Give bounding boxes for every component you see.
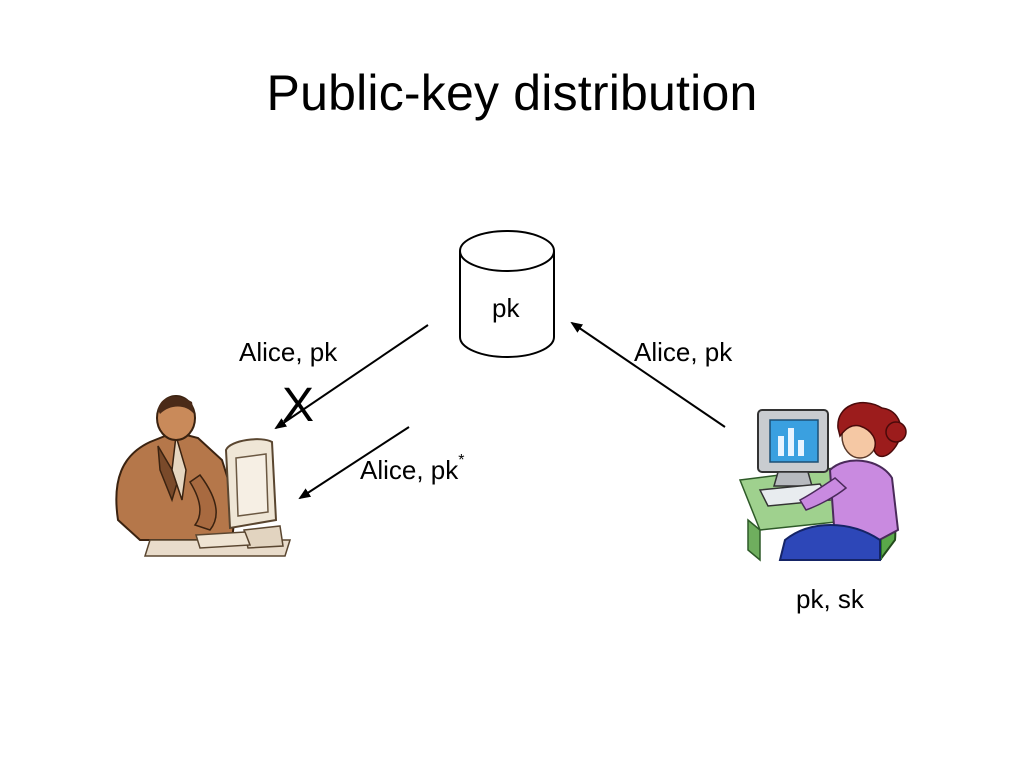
attacker-key-label: Alice, pk* <box>360 452 465 486</box>
attacker-key-label-text: Alice, pk <box>360 455 459 485</box>
arrow-right-to-db <box>570 321 726 428</box>
published-key-label: Alice, pk <box>634 337 733 367</box>
database-cylinder-icon <box>459 230 555 358</box>
incoming-key-label: Alice, pk <box>239 337 338 367</box>
database-label: pk <box>492 293 520 323</box>
woman-at-computer-icon <box>738 401 907 562</box>
alice-keys-label: pk, sk <box>796 584 864 614</box>
blocked-mark: X <box>282 379 315 432</box>
slide-title: Public-key distribution <box>266 65 758 121</box>
arrow-attacker-to-left <box>298 426 410 500</box>
man-at-computer-icon <box>115 395 292 557</box>
attacker-key-superscript: * <box>458 452 465 470</box>
arrow-db-to-left <box>274 324 429 430</box>
